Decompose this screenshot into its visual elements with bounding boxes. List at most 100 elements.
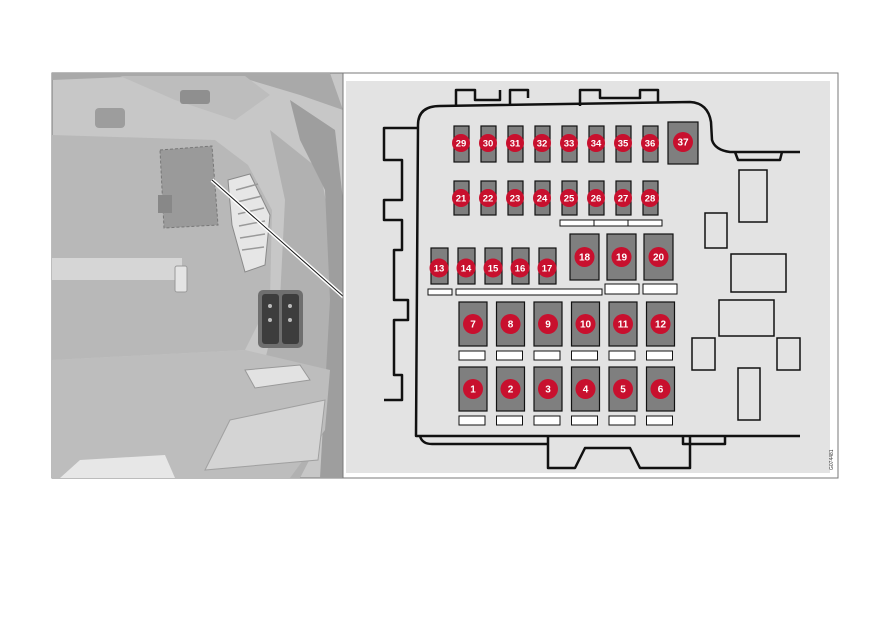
fuse-holder: [627, 219, 663, 227]
fuse-9-label: 9: [545, 320, 551, 331]
fuse-26-badge: [587, 189, 605, 207]
fuse-5-label: 5: [620, 385, 626, 396]
fuse-10-badge: [575, 314, 596, 334]
fuse-27-label: 27: [618, 193, 629, 204]
fuse-34-label: 34: [591, 138, 602, 149]
fuse-12-badge: [650, 314, 671, 334]
fuse-24-label: 24: [537, 193, 548, 204]
fuse-26-label: 26: [591, 193, 602, 204]
fuse-12-label: 12: [655, 320, 667, 331]
fuse-holder: [608, 350, 636, 361]
fuse-16-label: 16: [515, 263, 526, 274]
fuse-33-badge: [560, 134, 578, 152]
fuse-28-label: 28: [645, 193, 656, 204]
fuse-11-badge: [613, 314, 633, 334]
fuse-20-label: 20: [653, 253, 665, 264]
fuse-holder: [646, 415, 673, 426]
fuse-32-label: 32: [537, 138, 548, 149]
fuse-17-badge: [537, 258, 557, 278]
fuse-holder: [496, 350, 523, 361]
fuse-31-label: 31: [510, 138, 521, 149]
fuse-15-label: 15: [488, 263, 499, 274]
fuse-3-label: 3: [545, 385, 551, 396]
fuse-30-label: 30: [483, 138, 494, 149]
fuse-5-badge: [613, 379, 633, 399]
fuse-18-label: 18: [579, 253, 591, 264]
fuse-holder: [455, 288, 603, 296]
fuse-34-badge: [587, 134, 605, 152]
fuse-holder: [458, 350, 486, 361]
fuse-35-badge: [614, 134, 632, 152]
fuse-20-badge: [648, 247, 669, 267]
fuse-2-label: 2: [508, 385, 514, 396]
fuse-17-label: 17: [542, 263, 553, 274]
fuse-holder: [571, 415, 598, 426]
fuse-4-label: 4: [583, 385, 589, 396]
fuse-15-badge: [483, 258, 503, 278]
fuse-29-badge: [452, 134, 470, 152]
fuse-36-label: 36: [645, 138, 656, 149]
fuse-holder: [559, 219, 595, 227]
fuse-holder: [533, 415, 561, 426]
fuse-holder: [571, 350, 598, 361]
fuse-21-label: 21: [456, 193, 467, 204]
fuse-2-badge: [500, 379, 521, 399]
fuse-13-badge: [429, 258, 449, 278]
fuse-18-badge: [574, 247, 595, 267]
fuse-holder: [458, 415, 486, 426]
fuse-14-badge: [456, 258, 476, 278]
fuse-7-badge: [463, 314, 483, 334]
fuse-8-label: 8: [508, 320, 514, 331]
fuse-holder: [496, 415, 523, 426]
cargo-area-illustration: [51, 72, 347, 479]
fuse-32-badge: [533, 134, 551, 152]
fuse-16-badge: [510, 258, 530, 278]
fuse-28-badge: [641, 189, 659, 207]
fuse-37-badge: [673, 132, 693, 152]
fuse-1-badge: [463, 379, 483, 399]
fuse-24-badge: [533, 189, 551, 207]
fuse-23-label: 23: [510, 193, 521, 204]
fuse-8-badge: [500, 314, 521, 334]
fuse-holder: [608, 415, 636, 426]
fuse-holder: [533, 350, 561, 361]
relay-components: [691, 169, 801, 421]
fuse-9-badge: [538, 314, 558, 334]
fuse-19-label: 19: [616, 253, 628, 264]
fuse-1-label: 1: [470, 385, 476, 396]
fuse-22-badge: [479, 189, 497, 207]
fuse-13-label: 13: [434, 263, 445, 274]
fuse-33-label: 33: [564, 138, 575, 149]
fuse-holder: [604, 283, 640, 295]
fuse-3-badge: [538, 379, 558, 399]
fuse-31-badge: [506, 134, 524, 152]
air-vent: [227, 173, 271, 273]
fuse-27-badge: [614, 189, 632, 207]
fuse-37-label: 37: [677, 138, 689, 149]
fuse-6-label: 6: [658, 385, 664, 396]
fuse-35-label: 35: [618, 138, 629, 149]
fuse-29-label: 29: [456, 138, 467, 149]
fuse-23-badge: [506, 189, 524, 207]
cargo-switches: [258, 290, 303, 348]
fuse-holder: [593, 219, 629, 227]
fuse-21-badge: [452, 189, 470, 207]
fuse-holder: [646, 350, 673, 361]
fuse-6-badge: [650, 379, 671, 399]
fuse-holder: [642, 283, 678, 295]
fuse-11-label: 11: [618, 320, 629, 331]
fuse-14-label: 14: [461, 263, 472, 274]
fuse-25-label: 25: [564, 193, 575, 204]
fuse-36-badge: [641, 134, 659, 152]
fuse-19-badge: [611, 247, 632, 267]
fuse-holder: [427, 288, 453, 296]
fuse-7-label: 7: [470, 320, 476, 331]
fuse-box-outline: [382, 88, 800, 470]
fuse-10-label: 10: [580, 320, 592, 331]
fuse-4-badge: [575, 379, 596, 399]
fuse-30-badge: [479, 134, 497, 152]
reference-code: G074481: [829, 449, 835, 470]
